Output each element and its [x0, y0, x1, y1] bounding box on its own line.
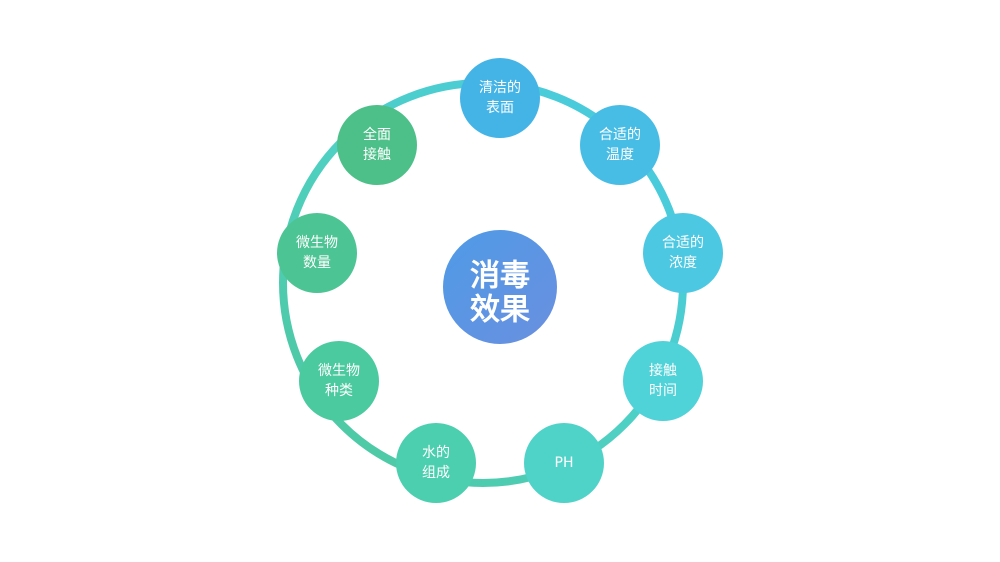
- center-circle: [443, 230, 557, 344]
- factor-label-line-2: 温度: [606, 147, 634, 163]
- factor-label-line-1: 全面: [363, 126, 391, 143]
- center-title-line-2: 效果: [470, 293, 530, 328]
- factor-label-line-2: 接触: [363, 146, 391, 163]
- factor-label-line-1: PH: [555, 455, 574, 471]
- factor-circle: [580, 105, 660, 185]
- factor-label-line-1: 接触: [649, 362, 677, 379]
- factor-label-line-1: 微生物: [296, 235, 338, 251]
- factor-label-line-2: 浓度: [669, 255, 697, 271]
- factor-label-line-2: 时间: [649, 383, 677, 399]
- center-node: 消毒 效果: [443, 230, 557, 344]
- factor-circle: [337, 105, 417, 185]
- factor-circle: [643, 213, 723, 293]
- center-title-line-1: 消毒: [470, 259, 530, 294]
- factor-label-line-1: 合适的: [662, 235, 704, 251]
- factor-label-line-1: 水的: [422, 445, 450, 461]
- factor-circle: [396, 423, 476, 503]
- factor-label-line-2: 组成: [422, 465, 450, 481]
- factor-node-ph: PH: [524, 423, 604, 503]
- factor-label-line-2: 数量: [303, 255, 331, 271]
- factor-circle: [277, 213, 357, 293]
- factor-circle: [524, 423, 604, 503]
- factor-label-line-1: 合适的: [599, 127, 641, 143]
- factor-circle: [460, 58, 540, 138]
- factor-circle: [623, 341, 703, 421]
- factor-label-line-1: 清洁的: [479, 80, 521, 96]
- factor-circle: [299, 341, 379, 421]
- factor-label-line-1: 微生物: [318, 363, 360, 379]
- factor-label-line-2: 表面: [486, 100, 514, 116]
- factor-label-line-2: 种类: [325, 383, 353, 399]
